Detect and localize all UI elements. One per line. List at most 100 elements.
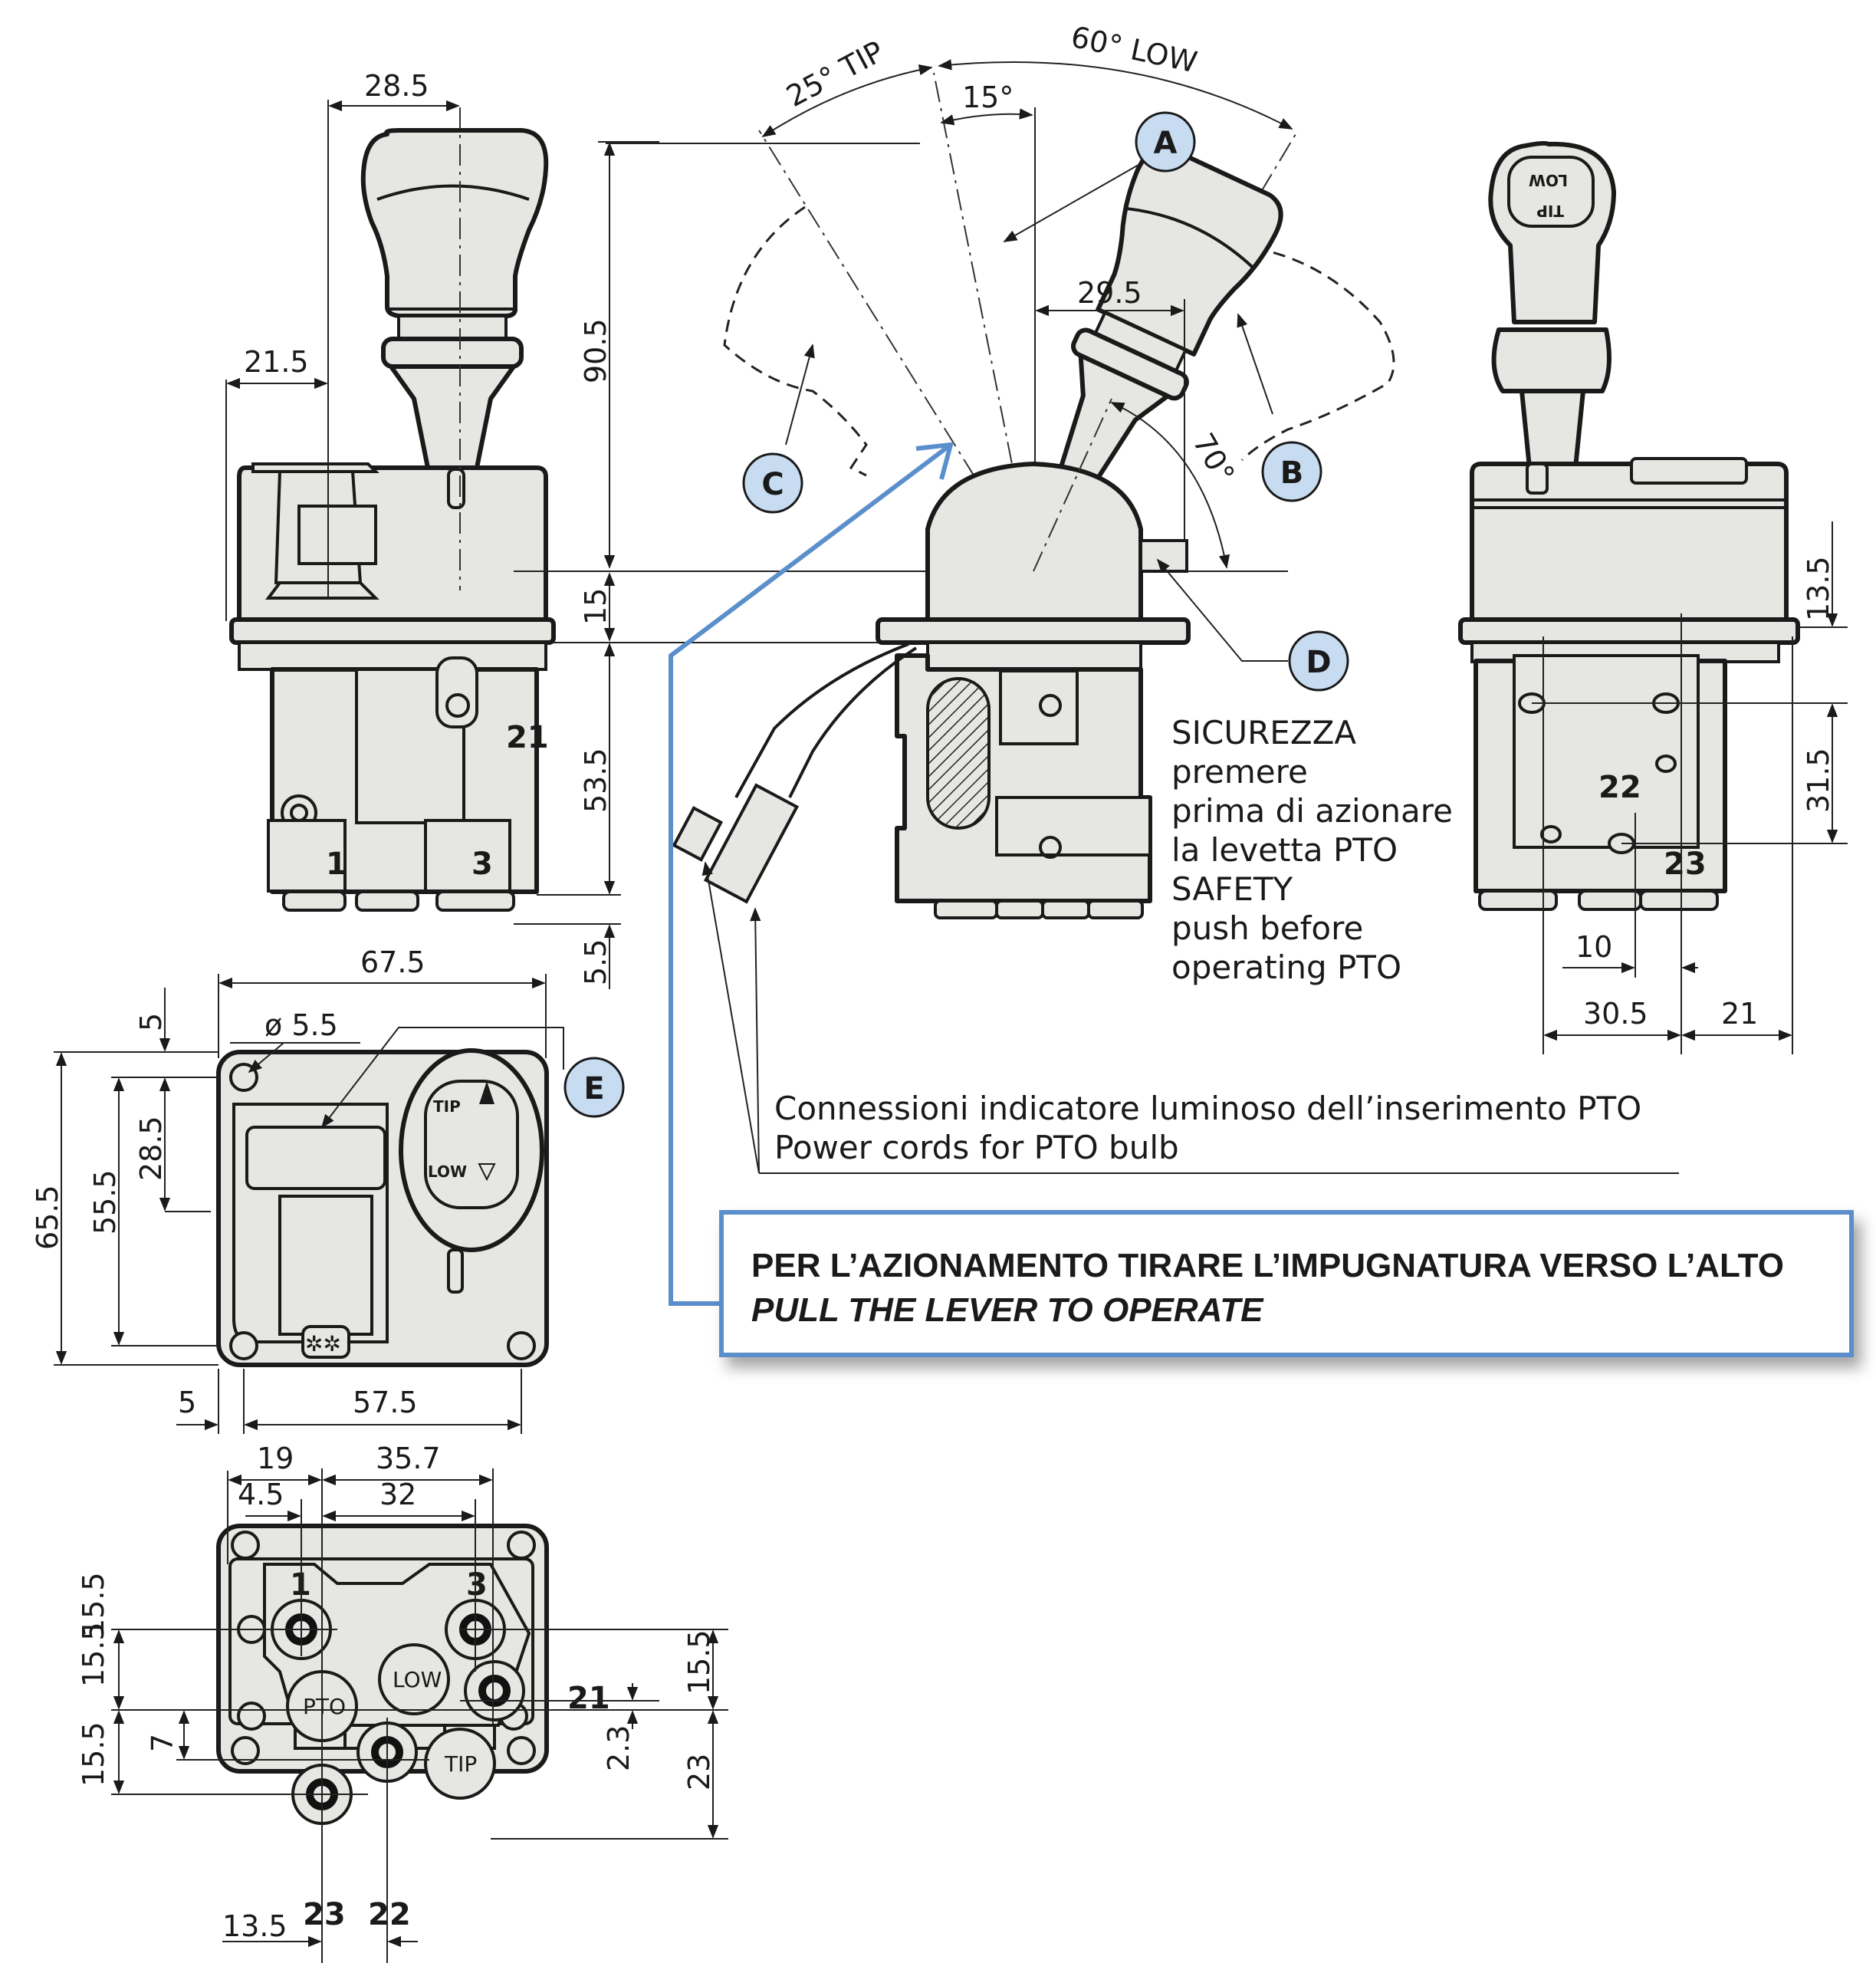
low-arrow-icon (478, 1163, 496, 1182)
power-cord-2 (788, 646, 918, 798)
dim-21-5: 21.5 (244, 345, 309, 379)
mounting-hole (507, 1331, 536, 1360)
dim-31-5: 31.5 (1802, 748, 1835, 813)
right-body-upper (1470, 462, 1789, 623)
position-c-outline (723, 206, 868, 477)
dim-plate-57-5: 57.5 (353, 1386, 418, 1419)
left-side-view: 1 3 21 28.5 21.5 90.5 15 53.5 5.5 67.5 (218, 69, 1288, 1058)
svg-text:E: E (583, 1071, 604, 1106)
angle-25-tip: 25° TIP (781, 35, 889, 113)
svg-text:TIP: TIP (444, 1751, 477, 1777)
svg-text:B: B (1280, 455, 1304, 491)
safety-note: SICUREZZA premere prima di azionare la l… (1171, 713, 1453, 987)
safety-note-line: SICUREZZA (1171, 714, 1357, 751)
dim-15: 15 (579, 588, 613, 625)
dim-30-5: 30.5 (1583, 997, 1648, 1031)
angle-60-low: 60° LOW (1068, 20, 1200, 80)
left-flange (229, 617, 556, 645)
port-label-1: 1 (326, 847, 347, 882)
safety-note-line: SAFETY (1171, 870, 1293, 908)
port-label-23: 23 (1664, 847, 1707, 882)
gear-symbol-tab (301, 1325, 350, 1359)
dim-4-5: 4.5 (238, 1478, 284, 1511)
lever-collar (381, 337, 524, 369)
center-housing-dome (925, 462, 1143, 623)
dim-90-5: 90.5 (579, 318, 613, 383)
power-cords-note-en: Power cords for PTO bulb (774, 1129, 1179, 1166)
angle-15: 15° (962, 81, 1014, 114)
port-label-3: 3 (471, 847, 493, 882)
dim-15-5-b: 15.5 (77, 1572, 110, 1637)
dim-10: 10 (1575, 930, 1612, 964)
bottom-port-label-21: 21 (567, 1681, 610, 1716)
safety-note-line: la levetta PTO (1171, 831, 1398, 869)
mounting-hole (229, 1331, 258, 1360)
bottom-port-view: LOW PTO TIP 1 3 21 23 22 19 35.7 4.5 32 (77, 1442, 728, 1963)
dim-19: 19 (257, 1442, 294, 1475)
dim-21: 21 (1721, 997, 1758, 1031)
mounting-plate-view: TIP LOW ✲✲ 5 28.5 65.5 55.5 ø 5.5 5 57.5 (31, 988, 625, 1434)
dim-7: 7 (146, 1734, 179, 1752)
dim-plate-5-top: 5 (134, 1013, 168, 1031)
indicator-low-label: LOW (428, 1162, 467, 1181)
indicator-tip-label: TIP (433, 1097, 461, 1116)
hatched-section (926, 677, 991, 830)
dim-hole-diameter: ø 5.5 (264, 1008, 338, 1042)
knob-label-low: LOW (1529, 171, 1568, 189)
spade-connector (672, 806, 724, 862)
dim-28-5-top: 28.5 (364, 69, 429, 103)
button-low (378, 1643, 450, 1715)
safety-note-line: push before (1171, 909, 1364, 947)
operate-instruction-en: PULL THE LEVER TO OPERATE (751, 1291, 1263, 1329)
tip-arrow-icon (479, 1081, 494, 1104)
port-label-21: 21 (506, 720, 549, 755)
female-connector (703, 783, 800, 904)
power-cords-note: Connessioni indicatore luminoso dell’ins… (774, 1089, 1641, 1167)
dim-2-3: 2.3 (602, 1725, 636, 1771)
center-lever-knob (1096, 143, 1283, 357)
dim-15-5-c: 15.5 (77, 1721, 110, 1787)
pull-arrow-head (915, 442, 954, 480)
knob-label-tip: TIP (1536, 202, 1564, 220)
callout-b (1261, 441, 1322, 502)
power-cords-note-it: Connessioni indicatore luminoso dell’ins… (774, 1090, 1642, 1127)
dim-32: 32 (379, 1478, 416, 1511)
dim-plate-65-5: 65.5 (31, 1185, 64, 1250)
dim-5-5: 5.5 (579, 939, 613, 985)
dim-13-5-bottom: 13.5 (222, 1909, 287, 1943)
svg-text:C: C (761, 467, 784, 502)
operate-instruction-box: PER L’AZIONAMENTO TIRARE L’IMPUGNATURA V… (719, 1210, 1854, 1357)
center-view: 25° TIP 60° LOW 15° (606, 20, 1679, 1306)
safety-note-line: premere (1171, 753, 1308, 791)
bottom-port-label-1: 1 (290, 1567, 311, 1603)
callout-e (563, 1057, 625, 1118)
dim-29-5: 29.5 (1077, 276, 1142, 310)
dim-67-5: 67.5 (360, 945, 425, 979)
dim-plate-28-5: 28.5 (134, 1116, 168, 1181)
port-21 (464, 1660, 525, 1721)
dim-53-5: 53.5 (579, 748, 613, 813)
center-flange (876, 617, 1191, 645)
lever-shaft (389, 364, 516, 478)
svg-text:D: D (1306, 645, 1331, 680)
pull-indicator-line (669, 442, 952, 1306)
right-flange (1458, 617, 1800, 645)
dim-plate-55-5: 55.5 (88, 1169, 122, 1235)
right-side-view: LOW TIP 22 23 13.5 31.5 (1458, 140, 1848, 1054)
svg-text:LOW: LOW (393, 1667, 442, 1692)
bottom-port-label-23: 23 (303, 1897, 346, 1932)
gear-icon: ✲✲ (305, 1331, 341, 1356)
safety-note-line: operating PTO (1171, 949, 1402, 986)
operate-instruction-it: PER L’AZIONAMENTO TIRARE L’IMPUGNATURA V… (751, 1247, 1784, 1284)
bottom-port-label-3: 3 (466, 1567, 488, 1603)
power-cord-1 (734, 643, 909, 798)
dim-13-5: 13.5 (1802, 556, 1835, 621)
angle-70: 70° (1186, 428, 1241, 489)
lever-knob (360, 128, 549, 318)
dim-plate-5-left: 5 (178, 1386, 196, 1419)
position-b-outline (1234, 244, 1395, 462)
callout-d (1288, 630, 1349, 692)
svg-text:PTO: PTO (303, 1694, 346, 1719)
dim-15-5-a: 15.5 (77, 1622, 110, 1687)
